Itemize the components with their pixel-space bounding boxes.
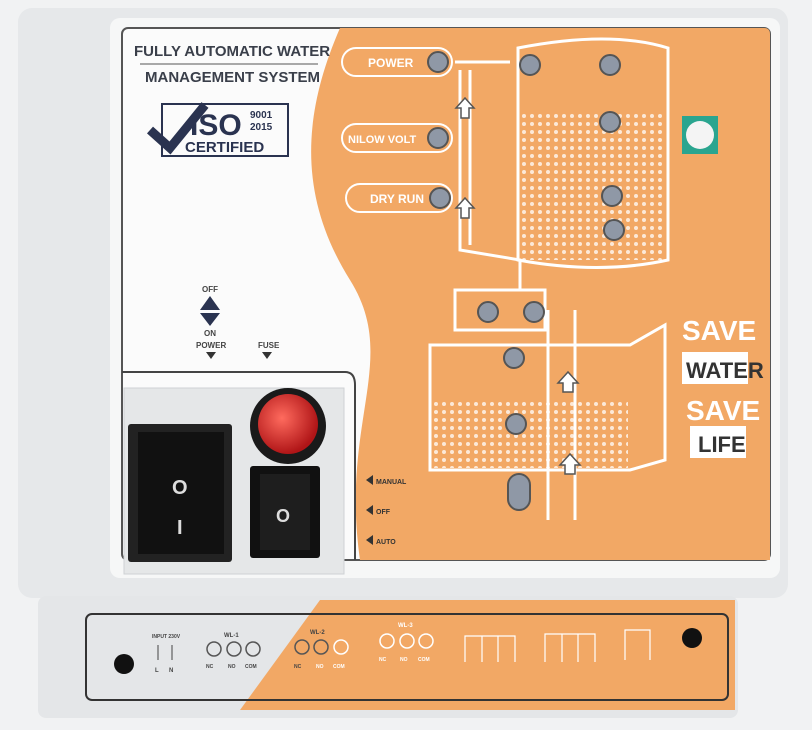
svg-text:NO: NO bbox=[316, 664, 324, 670]
header-line1: FULLY AUTOMATIC WATER bbox=[134, 43, 330, 60]
svg-text:NC: NC bbox=[206, 664, 214, 670]
level-sensor-leds bbox=[477, 54, 625, 511]
svg-text:NC: NC bbox=[379, 657, 387, 663]
power-pointer-icon bbox=[206, 352, 216, 359]
slogan-water: WATER bbox=[686, 358, 764, 383]
slogan-save-2: SAVE bbox=[686, 395, 760, 426]
svg-text:9001: 9001 bbox=[250, 110, 273, 121]
svg-text:COM: COM bbox=[418, 657, 430, 663]
svg-text:INPUT 230V: INPUT 230V bbox=[152, 634, 181, 640]
svg-text:COM: COM bbox=[245, 664, 257, 670]
svg-text:POWER: POWER bbox=[368, 56, 414, 70]
screw-hole-left bbox=[114, 654, 134, 674]
startup-india-badge bbox=[682, 116, 718, 154]
mode-labels: MANUAL OFF AUTO bbox=[366, 475, 407, 546]
screw-hole-right bbox=[682, 628, 702, 648]
off-on-arrows-icon bbox=[200, 296, 220, 326]
terminal-wl3: WL-3 NC NO COM bbox=[379, 623, 434, 663]
terminal-wl1: WL-1 NC NO COM bbox=[206, 633, 261, 670]
low-volt-led bbox=[427, 127, 449, 149]
svg-text:WL-2: WL-2 bbox=[310, 630, 325, 636]
svg-text:O: O bbox=[172, 477, 188, 499]
fuse-label: FUSE bbox=[258, 341, 280, 350]
header-line2: MANAGEMENT SYSTEM bbox=[145, 69, 320, 86]
svg-text:AUTO: AUTO bbox=[376, 539, 396, 546]
svg-text:WL-3: WL-3 bbox=[398, 623, 413, 629]
up-arrow-icons bbox=[454, 96, 582, 475]
svg-text:NO: NO bbox=[400, 657, 408, 663]
indicator-dry-run: DRY RUN bbox=[345, 183, 453, 213]
svg-text:WL-1: WL-1 bbox=[224, 633, 239, 639]
terminal-wl2: WL-2 NC NO COM bbox=[294, 630, 349, 670]
svg-text:NC: NC bbox=[294, 664, 302, 670]
svg-text:ISO: ISO bbox=[190, 109, 242, 142]
fuse-pointer-icon bbox=[262, 352, 272, 359]
indicator-low-volt: NILOW VOLT bbox=[341, 123, 453, 153]
svg-text:OFF: OFF bbox=[376, 509, 391, 516]
svg-text:COM: COM bbox=[333, 664, 345, 670]
svg-text:I: I bbox=[177, 517, 183, 539]
terminal-input: INPUT 230V L N bbox=[152, 634, 181, 674]
svg-text:NILOW VOLT: NILOW VOLT bbox=[348, 134, 417, 146]
terminal-sensor-groups bbox=[464, 629, 651, 662]
check-icon bbox=[146, 102, 209, 155]
sump-tank-water bbox=[432, 400, 628, 468]
power-rocker-switch[interactable]: O I bbox=[128, 424, 232, 562]
svg-text:DRY RUN: DRY RUN bbox=[370, 192, 424, 206]
svg-text:2015: 2015 bbox=[250, 122, 273, 133]
svg-text:CERTIFIED: CERTIFIED bbox=[185, 139, 264, 156]
mode-selector-switch[interactable]: O bbox=[250, 466, 320, 558]
svg-text:L: L bbox=[155, 668, 159, 674]
iso-certified-logo: ISO 9001 2015 CERTIFIED bbox=[146, 102, 289, 157]
slogan-life: LIFE bbox=[698, 432, 746, 457]
svg-text:MANUAL: MANUAL bbox=[376, 479, 407, 486]
tank-diagram bbox=[428, 37, 670, 520]
overhead-tank-water bbox=[522, 110, 666, 260]
power-label: POWER bbox=[196, 341, 226, 350]
power-led bbox=[427, 51, 449, 73]
slogan-save-1: SAVE bbox=[682, 315, 756, 346]
svg-text:NO: NO bbox=[228, 664, 236, 670]
svg-text:N: N bbox=[169, 668, 173, 674]
indicator-power: POWER bbox=[341, 47, 453, 77]
on-label: ON bbox=[204, 329, 216, 338]
off-label: OFF bbox=[202, 285, 218, 294]
dry-run-led bbox=[429, 187, 451, 209]
svg-text:O: O bbox=[276, 506, 290, 526]
fuse-holder[interactable] bbox=[250, 388, 326, 464]
